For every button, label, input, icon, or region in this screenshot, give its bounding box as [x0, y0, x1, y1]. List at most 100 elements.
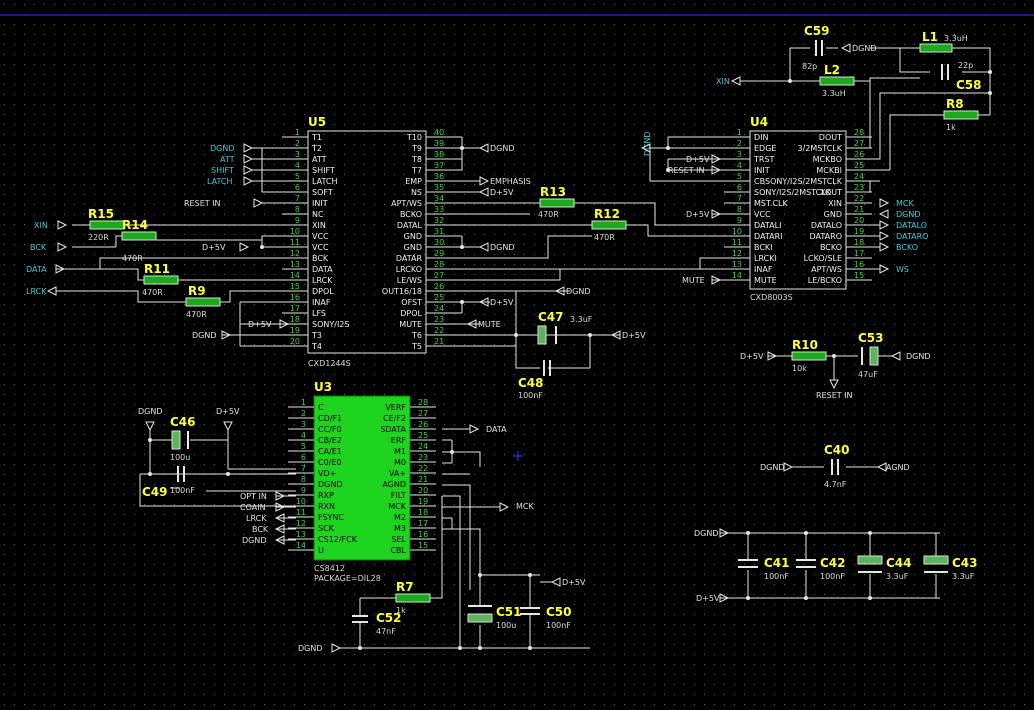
svg-text:DGND: DGND: [760, 463, 785, 472]
ic-body[interactable]: [749, 130, 847, 290]
pin-name: SEL: [391, 535, 406, 544]
capacitor-c50[interactable]: C50 100nF: [520, 600, 572, 630]
pin-number: 6: [737, 183, 742, 192]
capacitor-c53[interactable]: C53 47uF: [858, 331, 884, 379]
svg-text:R13: R13: [540, 185, 566, 199]
pin-number: 6: [301, 453, 306, 462]
pin-number: 18: [290, 315, 300, 324]
resistor-r11[interactable]: R11 470R: [142, 262, 179, 297]
pin-name: LRCK: [312, 276, 333, 285]
pin-name: NC: [312, 210, 324, 219]
cursor-crosshair-icon: [513, 451, 523, 461]
svg-text:R12: R12: [594, 207, 620, 221]
svg-text:DATA: DATA: [486, 425, 507, 434]
pin-number: 3: [737, 150, 742, 159]
resistor-r10[interactable]: R10 10k: [791, 338, 827, 373]
ic-u3[interactable]: U3 CS8412 PACKAGE=DIL28 1C2CD/F13CC/F04C…: [288, 380, 436, 583]
pin-name: T10: [406, 133, 422, 142]
inductor-l1[interactable]: L1 3.3uH: [919, 30, 968, 53]
svg-text:100nF: 100nF: [170, 486, 195, 495]
inductor-l2[interactable]: L2 3.3uH: [819, 63, 855, 98]
ic-ref: U4: [750, 115, 768, 129]
svg-text:WS: WS: [896, 265, 909, 274]
pin-number: 39: [434, 139, 444, 148]
svg-text:RESET IN: RESET IN: [184, 199, 221, 208]
pin-name: VCC: [312, 243, 329, 252]
resistor-r7[interactable]: R7 1k: [395, 580, 431, 615]
pin-number: 28: [418, 398, 428, 407]
ic-u4[interactable]: U4 CXD8003S 1DIN2EDGE3TRST4INIT5CB6SONY/…: [724, 115, 872, 302]
svg-text:C58: C58: [956, 78, 982, 92]
resistor-r8[interactable]: R8 1k: [943, 97, 979, 132]
pin-name: M2: [394, 513, 406, 522]
resistor-r14[interactable]: R14 470R: [121, 218, 157, 263]
svg-text:100nF: 100nF: [820, 572, 845, 581]
pin-number: 40: [434, 128, 444, 137]
capacitor-c49[interactable]: C49 100nF: [142, 466, 196, 499]
pin-name: LATCH: [312, 177, 338, 186]
capacitor-c46[interactable]: C46 100u: [168, 415, 196, 462]
capacitor-c51[interactable]: C51 100u: [467, 590, 522, 630]
capacitor-c41[interactable]: C41 100nF: [738, 556, 790, 581]
pin-number: 1: [737, 128, 742, 137]
pin-name: SHIFT: [312, 166, 335, 175]
pin-name: MUTE: [754, 276, 777, 285]
pin-name: MCKBO: [813, 155, 842, 164]
pin-number: 30: [434, 238, 444, 247]
svg-text:C50: C50: [546, 605, 572, 619]
pin-name: EMP: [405, 177, 422, 186]
svg-text:C49: C49: [142, 485, 168, 499]
capacitor-c48[interactable]: C48 100nF: [518, 360, 551, 400]
pin-number: 26: [854, 150, 864, 159]
pin-number: 28: [854, 128, 864, 137]
pin-name: CA/E1: [318, 447, 342, 456]
pin-number: 22: [434, 326, 444, 335]
resistor-r13[interactable]: R13 470R: [538, 185, 575, 219]
svg-text:C43: C43: [952, 556, 978, 570]
capacitor-c52[interactable]: C52 47nF: [352, 611, 402, 636]
ic-u5[interactable]: U5 CXD1244S 1T12T23ATT4SHIFT5LATCH6SOFT7…: [282, 115, 452, 368]
pin-name: NS: [411, 188, 422, 197]
pin-number: 10: [732, 227, 742, 236]
pin-number: 18: [418, 508, 428, 517]
capacitor-c43[interactable]: C43 3.3uF: [923, 555, 978, 581]
pin-name: DIN: [754, 133, 769, 142]
capacitor-c59[interactable]: C59 82p: [802, 24, 830, 71]
svg-text:100nF: 100nF: [518, 391, 543, 400]
svg-text:100u: 100u: [170, 453, 190, 462]
svg-text:DATA: DATA: [26, 265, 47, 274]
pin-name: CBL: [390, 546, 406, 555]
svg-text:BCK: BCK: [252, 525, 269, 534]
pin-name: CS12/FCK: [318, 535, 358, 544]
capacitor-c47[interactable]: C47 3.3uF: [537, 310, 593, 345]
resistor-r9[interactable]: R9 470R: [185, 284, 221, 319]
svg-text:DGND: DGND: [138, 407, 163, 416]
ic-part: CXD8003S: [750, 293, 793, 302]
pin-number: 7: [301, 464, 306, 473]
capacitor-c40[interactable]: C40 4.7nF: [824, 443, 850, 489]
pin-name: DATARO: [810, 232, 842, 241]
svg-text:XIN: XIN: [716, 77, 730, 86]
svg-text:LATCH: LATCH: [207, 177, 233, 186]
pin-number: 6: [295, 183, 300, 192]
ic-ref: U3: [314, 380, 332, 394]
pin-name: VD+: [318, 469, 336, 478]
ic-body[interactable]: [313, 395, 411, 561]
pin-name: T2: [311, 144, 322, 153]
svg-text:C40: C40: [824, 443, 850, 457]
capacitor-c42[interactable]: C42 100nF: [796, 556, 846, 581]
pin-number: 21: [854, 205, 864, 214]
ic-package: PACKAGE=DIL28: [314, 574, 381, 583]
pin-number: 14: [732, 271, 742, 280]
pin-name: VA+: [389, 469, 406, 478]
pin-number: 3: [301, 420, 306, 429]
capacitor-c44[interactable]: C44 3.3uF: [857, 555, 912, 581]
pin-number: 25: [854, 161, 864, 170]
resistor-r15[interactable]: R15 220R: [88, 207, 125, 242]
capacitor-c58[interactable]: C58 22p: [941, 61, 982, 92]
pin-name: LE/BCKO: [808, 276, 842, 285]
resistor-r12[interactable]: R12 470R: [591, 207, 627, 242]
ic-body[interactable]: [307, 130, 427, 354]
pin-name: CE/F2: [383, 414, 406, 423]
